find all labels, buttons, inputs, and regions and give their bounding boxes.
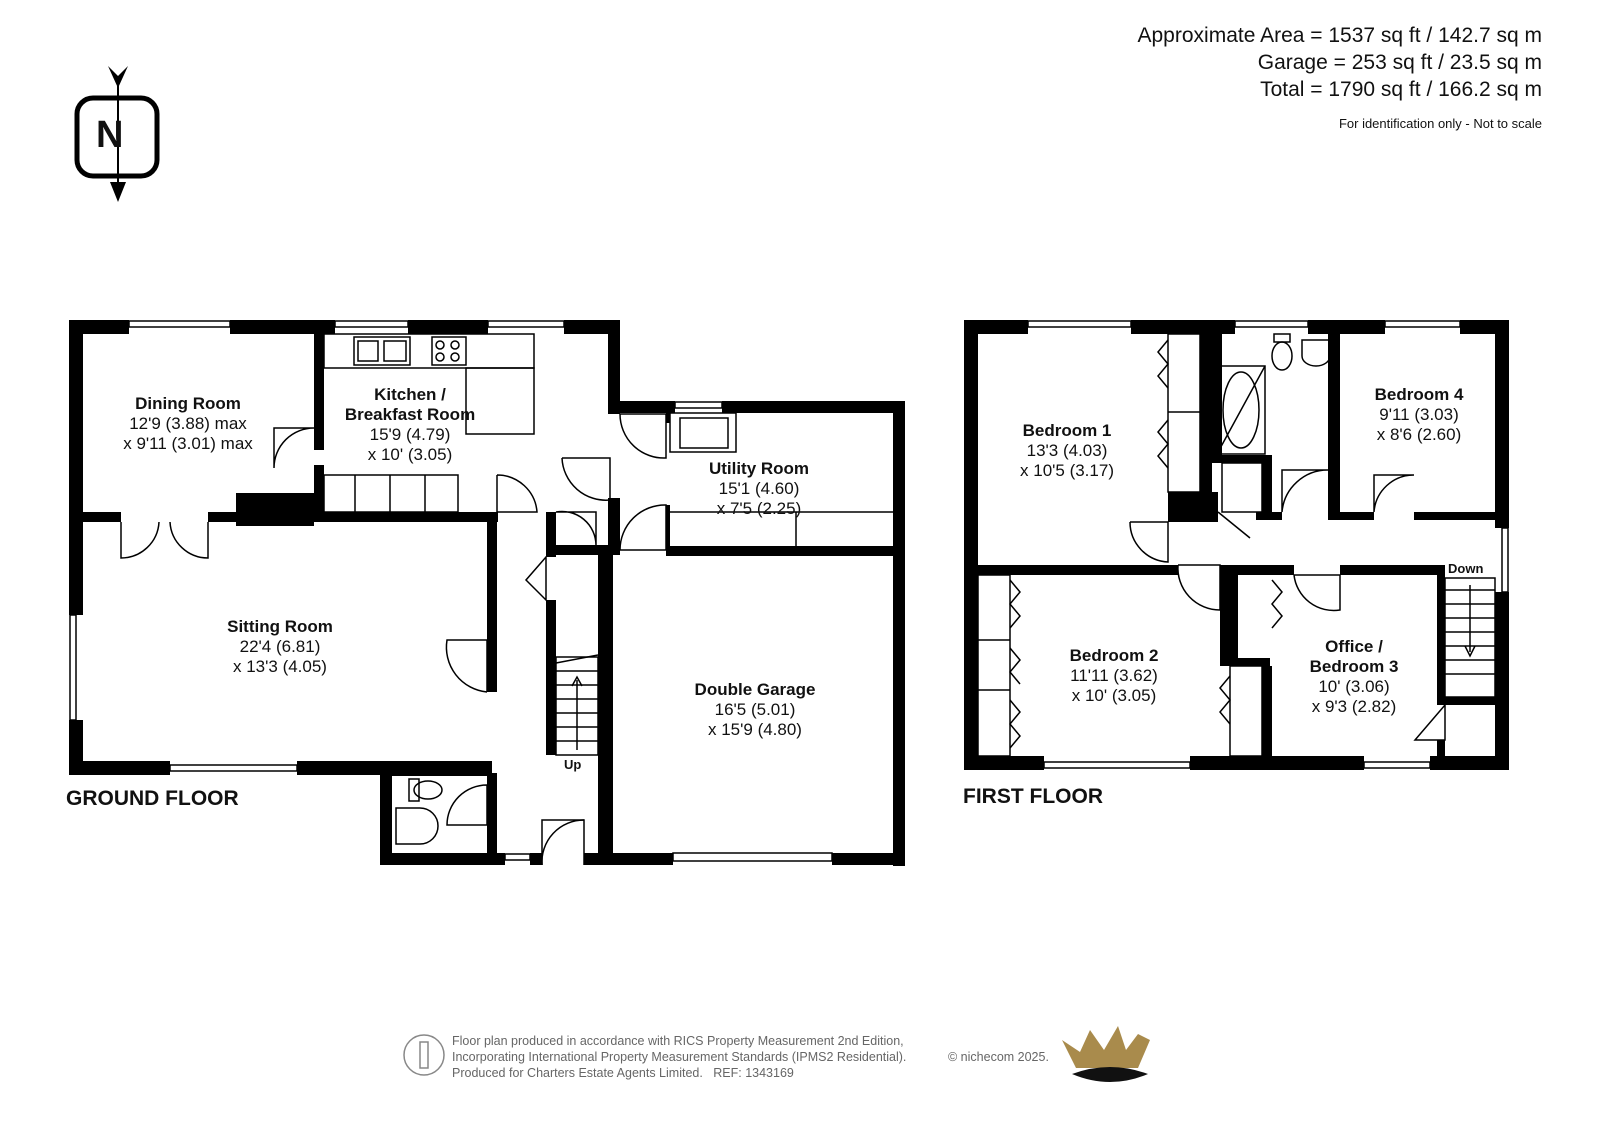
room-bedroom-2: Bedroom 2 11'11 (3.62) x 10' (3.05)	[1070, 646, 1159, 706]
room-name: Dining Room	[135, 394, 241, 413]
approx-area: Approximate Area = 1537 sq ft / 142.7 sq…	[1137, 24, 1543, 47]
room-dimension: x 10' (3.05)	[1071, 686, 1157, 705]
identification-note: For identification only - Not to scale	[1338, 116, 1542, 131]
ground-floor-windows	[69, 320, 833, 862]
compass-icon	[74, 66, 160, 202]
rics-logo-icon	[403, 1034, 445, 1076]
footer-line: Floor plan produced in accordance with R…	[452, 1034, 904, 1048]
room-name: Office /	[1325, 637, 1383, 656]
room-dimension: 10' (3.06)	[1318, 677, 1390, 696]
compass-north-label: N	[96, 114, 124, 156]
crown-logo-icon	[1062, 1026, 1150, 1082]
room-name: Utility Room	[708, 459, 810, 478]
room-dimension: 22'4 (6.81)	[239, 637, 321, 656]
room-dimension: x 15'9 (4.80)	[708, 720, 802, 739]
room-kitchen: Kitchen / Breakfast Room 15'9 (4.79) x 1…	[345, 385, 475, 465]
room-dimension: 15'1 (4.60)	[718, 479, 800, 498]
room-name: Bedroom 1	[1022, 421, 1112, 440]
room-office-bedroom-3: Office / Bedroom 3 10' (3.06) x 9'3 (2.8…	[1310, 637, 1399, 717]
first-floor-title: FIRST FLOOR	[963, 785, 1103, 808]
room-bedroom-4: Bedroom 4 9'11 (3.03) x 8'6 (2.60)	[1375, 385, 1464, 445]
room-name: Sitting Room	[227, 617, 333, 636]
footer-line: Incorporating International Property Mea…	[452, 1050, 907, 1064]
room-dimension: 13'3 (4.03)	[1026, 441, 1108, 460]
room-garage: Double Garage 16'5 (5.01) x 15'9 (4.80)	[695, 680, 816, 740]
footer-copyright: © nichecom 2025.	[948, 1050, 1049, 1064]
garage-area: Garage = 253 sq ft / 23.5 sq m	[1257, 51, 1542, 74]
room-name: Breakfast Room	[344, 405, 476, 424]
footer-line: Produced for Charters Estate Agents Limi…	[452, 1065, 906, 1081]
footer-produced-for: Produced for Charters Estate Agents Limi…	[452, 1066, 703, 1080]
room-dimension: x 9'11 (3.01) max	[123, 434, 253, 453]
stairs-up-label: Up	[564, 757, 582, 772]
room-name: Bedroom 2	[1069, 646, 1159, 665]
first-floor-windows	[1027, 320, 1509, 769]
total-area: Total = 1790 sq ft / 166.2 sq m	[1260, 78, 1542, 101]
ground-floor-walls	[69, 320, 905, 866]
footer-ref: REF: 1343169	[713, 1066, 794, 1080]
room-dimension: x 10'5 (3.17)	[1020, 461, 1114, 480]
room-dimension: 11'11 (3.62)	[1070, 666, 1158, 685]
room-dimension: 15'9 (4.79)	[369, 425, 451, 444]
room-dimension: 9'11 (3.03)	[1379, 405, 1459, 424]
stairs-down-label: Down	[1448, 561, 1484, 576]
room-utility: Utility Room 15'1 (4.60) x 7'5 (2.25)	[709, 459, 809, 519]
room-bedroom-1: Bedroom 1 13'3 (4.03) x 10'5 (3.17)	[1020, 421, 1114, 481]
ground-floor-title: GROUND FLOOR	[66, 787, 239, 810]
room-sitting: Sitting Room 22'4 (6.81) x 13'3 (4.05)	[227, 617, 333, 677]
room-name: Bedroom 4	[1374, 385, 1464, 404]
room-dimension: x 10' (3.05)	[367, 445, 453, 464]
room-name: Bedroom 3	[1309, 657, 1399, 676]
room-dimension: x 8'6 (2.60)	[1376, 425, 1462, 444]
first-floor-walls	[964, 320, 1509, 770]
room-dimension: 12'9 (3.88) max	[129, 414, 247, 433]
room-dimension: x 9'3 (2.82)	[1311, 697, 1397, 716]
footer-text: Floor plan produced in accordance with R…	[452, 1033, 906, 1081]
first-floor-fittings	[977, 333, 1496, 757]
room-dimension: x 13'3 (4.05)	[233, 657, 327, 676]
room-name: Double Garage	[694, 680, 816, 699]
room-dimension: 16'5 (5.01)	[714, 700, 796, 719]
room-name: Kitchen /	[374, 385, 446, 404]
room-dining: Dining Room 12'9 (3.88) max x 9'11 (3.01…	[123, 394, 253, 454]
ground-floor-fittings	[120, 333, 893, 866]
room-dimension: x 7'5 (2.25)	[716, 499, 802, 518]
